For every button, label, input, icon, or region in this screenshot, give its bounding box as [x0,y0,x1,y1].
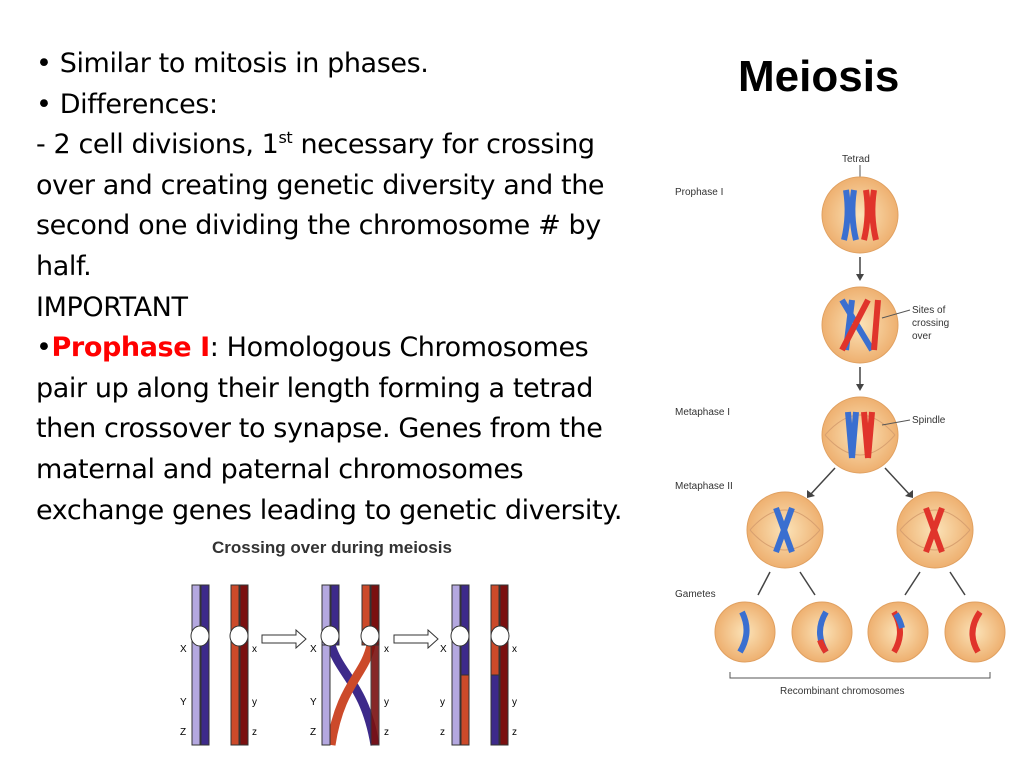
label-x: x [384,644,389,655]
crossing-over-diagram: X x Y y Z z X x Y y Z z X x y y z z [180,584,517,746]
label-sites-of: Sites of [912,305,946,316]
arrow-down-left-icon [807,467,836,498]
important-label: IMPORTANT [36,291,188,323]
prophase-line-3: then crossover to synapse. Genes from th… [36,413,603,445]
label-y: y [384,697,389,708]
arrow-down-icon [856,257,864,281]
label-recombinant: Recombinant chromosomes [780,686,905,697]
label-gametes: Gametes [675,589,716,600]
arrow-right-icon [261,628,307,650]
gamete-arrows [757,571,966,596]
label-z: z [384,727,389,738]
gamete-cell-3 [867,601,929,663]
label-X: X [180,644,187,655]
label-y: y [512,697,517,708]
homolog-pair-crossing [320,584,380,746]
label-y: y [440,697,445,708]
gamete-cell-4 [944,601,1006,663]
bullet-similar: • Similar to mitosis in phases. [36,48,429,79]
metaphase-i-cell [821,396,899,474]
label-y: y [252,697,257,708]
prophase-line-5: exchange genes leading to genetic divers… [36,494,623,526]
prophase-bullet: • [36,332,52,364]
prophase-cell [821,176,899,254]
slide-body: • Similar to mitosis in phases. • Differ… [36,44,648,531]
label-z: z [252,727,257,738]
meiosis-stages-diagram: Tetrad Prophase I Sites of crossing over… [675,154,1006,697]
label-X: X [440,644,447,655]
label-over: over [912,331,932,342]
label-metaphase-i: Metaphase I [675,407,730,418]
metaphase-ii-cell-left [746,491,824,569]
prophase-text: : Homologous Chromosomes [209,332,589,364]
prophase-line-4: maternal and paternal chromosomes [36,453,524,485]
label-tetrad: Tetrad [842,154,870,165]
label-x: x [512,644,517,655]
gamete-cell-1 [714,601,776,663]
crossing-diagram-title: Crossing over during meiosis [212,538,452,557]
difference-line-2: over and creating genetic diversity and … [36,169,605,201]
difference-line-4: half. [36,250,92,282]
arrow-right-icon [393,628,439,650]
prophase-term: Prophase I [51,332,211,364]
prophase-line-1: •Prophase I: Homologous Chromosomes [36,328,648,369]
recombinant-chromatids [450,584,510,746]
gamete-cell-2 [791,601,853,663]
difference-line-3: second one dividing the chromosome # by [36,210,601,242]
arrow-down-right-icon [884,467,913,498]
label-spindle: Spindle [912,415,946,426]
label-metaphase-ii: Metaphase II [675,481,733,492]
difference-text: necessary for crossing [292,129,595,161]
label-z: z [512,727,517,738]
label-X: X [310,644,317,655]
difference-line-1: - 2 cell divisions, 1st necessary for cr… [36,125,648,166]
label-crossing: crossing [912,318,949,329]
bullet-differences: • Differences: [36,88,218,120]
difference-text: - 2 cell divisions, 1 [36,129,279,161]
superscript-st: st [278,128,293,148]
label-Z: Z [310,727,316,738]
label-Y: Y [180,697,187,708]
homolog-pair-before [190,584,249,746]
label-Z: Z [180,727,186,738]
label-z: z [440,727,445,738]
prophase-line-2: pair up along their length forming a tet… [36,372,594,404]
arrow-down-icon [856,367,864,391]
label-prophase-i: Prophase I [675,187,723,198]
crossing-over-cell [821,286,899,364]
label-Y: Y [310,697,317,708]
metaphase-ii-cell-right [896,491,974,569]
slide-title: Meiosis [738,52,900,101]
label-x: x [252,644,257,655]
